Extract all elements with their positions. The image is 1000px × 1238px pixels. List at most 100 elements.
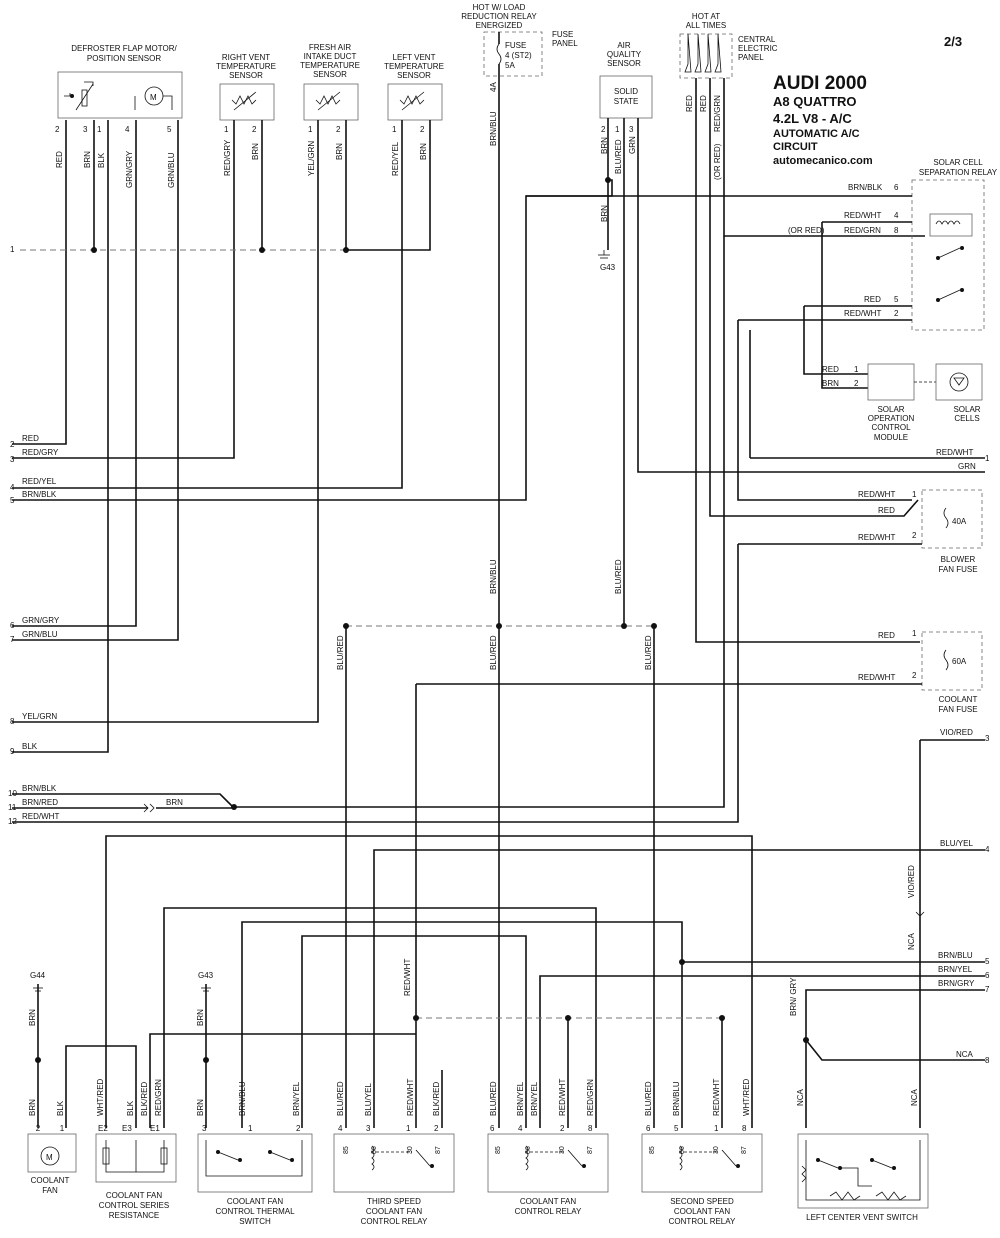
svg-text:ALL TIMES: ALL TIMES — [686, 21, 726, 30]
svg-text:5: 5 — [674, 1124, 679, 1133]
svg-text:BLOWER: BLOWER — [941, 555, 976, 564]
svg-text:BRN: BRN — [822, 379, 839, 388]
fuse-panel-label: FUSE PANEL — [552, 30, 578, 48]
page-number: 2/3 — [944, 34, 962, 49]
svg-text:E1: E1 — [150, 1124, 160, 1133]
svg-text:BLK: BLK — [22, 742, 38, 751]
svg-text:6: 6 — [894, 183, 899, 192]
fan-motor-icon — [40, 1146, 60, 1166]
svg-text:FAN: FAN — [42, 1186, 58, 1195]
central-panel-box — [679, 33, 733, 79]
svg-text:RED/GRN: RED/GRN — [154, 1079, 163, 1116]
svg-text:85: 85 — [495, 1146, 502, 1154]
svg-text:5: 5 — [894, 295, 899, 304]
svg-text:4: 4 — [10, 483, 15, 492]
svg-text:1: 1 — [912, 490, 917, 499]
svg-text:TEMPERATURE: TEMPERATURE — [300, 61, 360, 70]
series-resistance: E2 E3 E1 WHT/RED BLK BLK/RED RED/GRN COO… — [95, 1078, 177, 1220]
top-wires — [12, 76, 985, 1128]
svg-text:MODULE: MODULE — [874, 433, 908, 442]
svg-text:4: 4 — [125, 125, 130, 134]
svg-text:RED/GRN: RED/GRN — [844, 226, 881, 235]
right-connector-labels: RED/WHT 1 GRN VIO/RED 3 BLU/YEL 4 BRN/BL… — [936, 448, 990, 1065]
svg-text:RED/YEL: RED/YEL — [391, 141, 400, 176]
svg-text:BLU/YEL: BLU/YEL — [940, 839, 973, 848]
svg-text:BLK/RED: BLK/RED — [140, 1082, 149, 1116]
svg-text:2: 2 — [36, 1124, 41, 1133]
svg-text:BRN/BLU: BRN/BLU — [938, 951, 973, 960]
svg-text:6: 6 — [646, 1124, 651, 1133]
svg-text:12: 12 — [8, 817, 17, 826]
svg-text:FRESH AIR: FRESH AIR — [309, 43, 351, 52]
thermal-switch: 3 1 2 BRN BRN/BLU BRN/YEL COOLANT FAN CO… — [196, 1081, 313, 1226]
svg-text:NCA: NCA — [956, 1050, 974, 1059]
svg-text:RED: RED — [878, 506, 895, 515]
svg-text:1: 1 — [406, 1124, 411, 1133]
third-speed-relay: 85 86 30 87 4 3 1 2 BLU/RED BLU/YEL RED/… — [333, 1079, 455, 1226]
defroster-label: DEFROSTER FLAP MOTOR/ POSITION SENSOR — [71, 44, 177, 63]
svg-text:SENSOR: SENSOR — [397, 71, 431, 80]
svg-text:1: 1 — [10, 245, 15, 254]
svg-text:NCA: NCA — [910, 1088, 919, 1106]
svg-text:BLU/RED: BLU/RED — [489, 635, 498, 670]
svg-text:8: 8 — [985, 1056, 990, 1065]
svg-text:1: 1 — [912, 629, 917, 638]
svg-text:RED: RED — [699, 95, 708, 112]
svg-text:HOT W/ LOAD: HOT W/ LOAD — [473, 3, 526, 12]
svg-text:6: 6 — [490, 1124, 495, 1133]
air-quality-label: AIR QUALITY SENSOR — [607, 41, 642, 68]
svg-text:RED: RED — [685, 95, 694, 112]
svg-text:RED: RED — [55, 151, 64, 168]
svg-text:8: 8 — [894, 226, 899, 235]
bottom-bus-wires — [65, 739, 985, 1128]
svg-text:2: 2 — [252, 125, 257, 134]
svg-text:CENTRAL: CENTRAL — [738, 35, 776, 44]
top-wire-labels: RED BRN BLK GRN/GRY GRN/BLU RED/GRY BRN … — [55, 82, 722, 222]
svg-text:FUSE: FUSE — [505, 41, 526, 50]
svg-text:BLU/YEL: BLU/YEL — [364, 1083, 373, 1116]
svg-text:3: 3 — [985, 734, 990, 743]
svg-text:BRN/BLK: BRN/BLK — [848, 183, 883, 192]
svg-text:STATE: STATE — [614, 97, 639, 106]
svg-text:2: 2 — [854, 379, 859, 388]
svg-text:TEMPERATURE: TEMPERATURE — [216, 62, 276, 71]
svg-text:LEFT VENT: LEFT VENT — [393, 53, 436, 62]
svg-text:3: 3 — [83, 125, 88, 134]
svg-text:87: 87 — [435, 1146, 442, 1154]
svg-text:BLU/RED: BLU/RED — [644, 1081, 653, 1116]
svg-text:87: 87 — [741, 1146, 748, 1154]
svg-text:RED: RED — [822, 365, 839, 374]
svg-text:4A: 4A — [489, 82, 498, 92]
svg-text:COOLANT FAN: COOLANT FAN — [227, 1197, 284, 1206]
svg-text:RED/WHT: RED/WHT — [712, 1079, 721, 1116]
svg-text:GRN: GRN — [628, 136, 637, 154]
svg-text:BRN: BRN — [28, 1009, 37, 1026]
svg-text:RED/WHT: RED/WHT — [936, 448, 973, 457]
svg-text:SOLAR CELL: SOLAR CELL — [933, 158, 983, 167]
svg-text:BRN/YEL: BRN/YEL — [530, 1081, 539, 1116]
svg-text:RED/WHT: RED/WHT — [403, 959, 412, 996]
svg-text:8: 8 — [10, 717, 15, 726]
svg-text:BLU/RED: BLU/RED — [644, 635, 653, 670]
svg-text:GRN/GRY: GRN/GRY — [22, 616, 60, 625]
svg-text:4: 4 — [985, 845, 990, 854]
svg-text:2: 2 — [296, 1124, 301, 1133]
svg-text:2: 2 — [336, 125, 341, 134]
solar-cells — [935, 363, 983, 401]
svg-text:RED/WHT: RED/WHT — [844, 211, 881, 220]
right-vent-label: RIGHT VENT TEMPERATURE SENSOR — [216, 53, 276, 80]
svg-text:BRN/ GRY: BRN/ GRY — [789, 977, 798, 1016]
svg-text:M: M — [150, 93, 157, 102]
svg-text:GRN/BLU: GRN/BLU — [22, 630, 58, 639]
svg-text:8: 8 — [742, 1124, 747, 1133]
svg-text:GRN: GRN — [958, 462, 976, 471]
coolant-fan-relay: 85 86 30 87 6 4 2 8 BLU/RED BRN/YEL BRN/… — [487, 1079, 609, 1216]
svg-text:RED: RED — [22, 434, 39, 443]
svg-text:FUSE: FUSE — [552, 30, 573, 39]
svg-text:BRN: BRN — [166, 798, 183, 807]
svg-text:BRN/BLK: BRN/BLK — [22, 490, 57, 499]
svg-text:BLU/RED: BLU/RED — [336, 1081, 345, 1116]
svg-text:RED/WHT: RED/WHT — [858, 490, 895, 499]
svg-text:THIRD SPEED: THIRD SPEED — [367, 1197, 421, 1206]
svg-text:CONTROL RELAY: CONTROL RELAY — [361, 1217, 428, 1226]
